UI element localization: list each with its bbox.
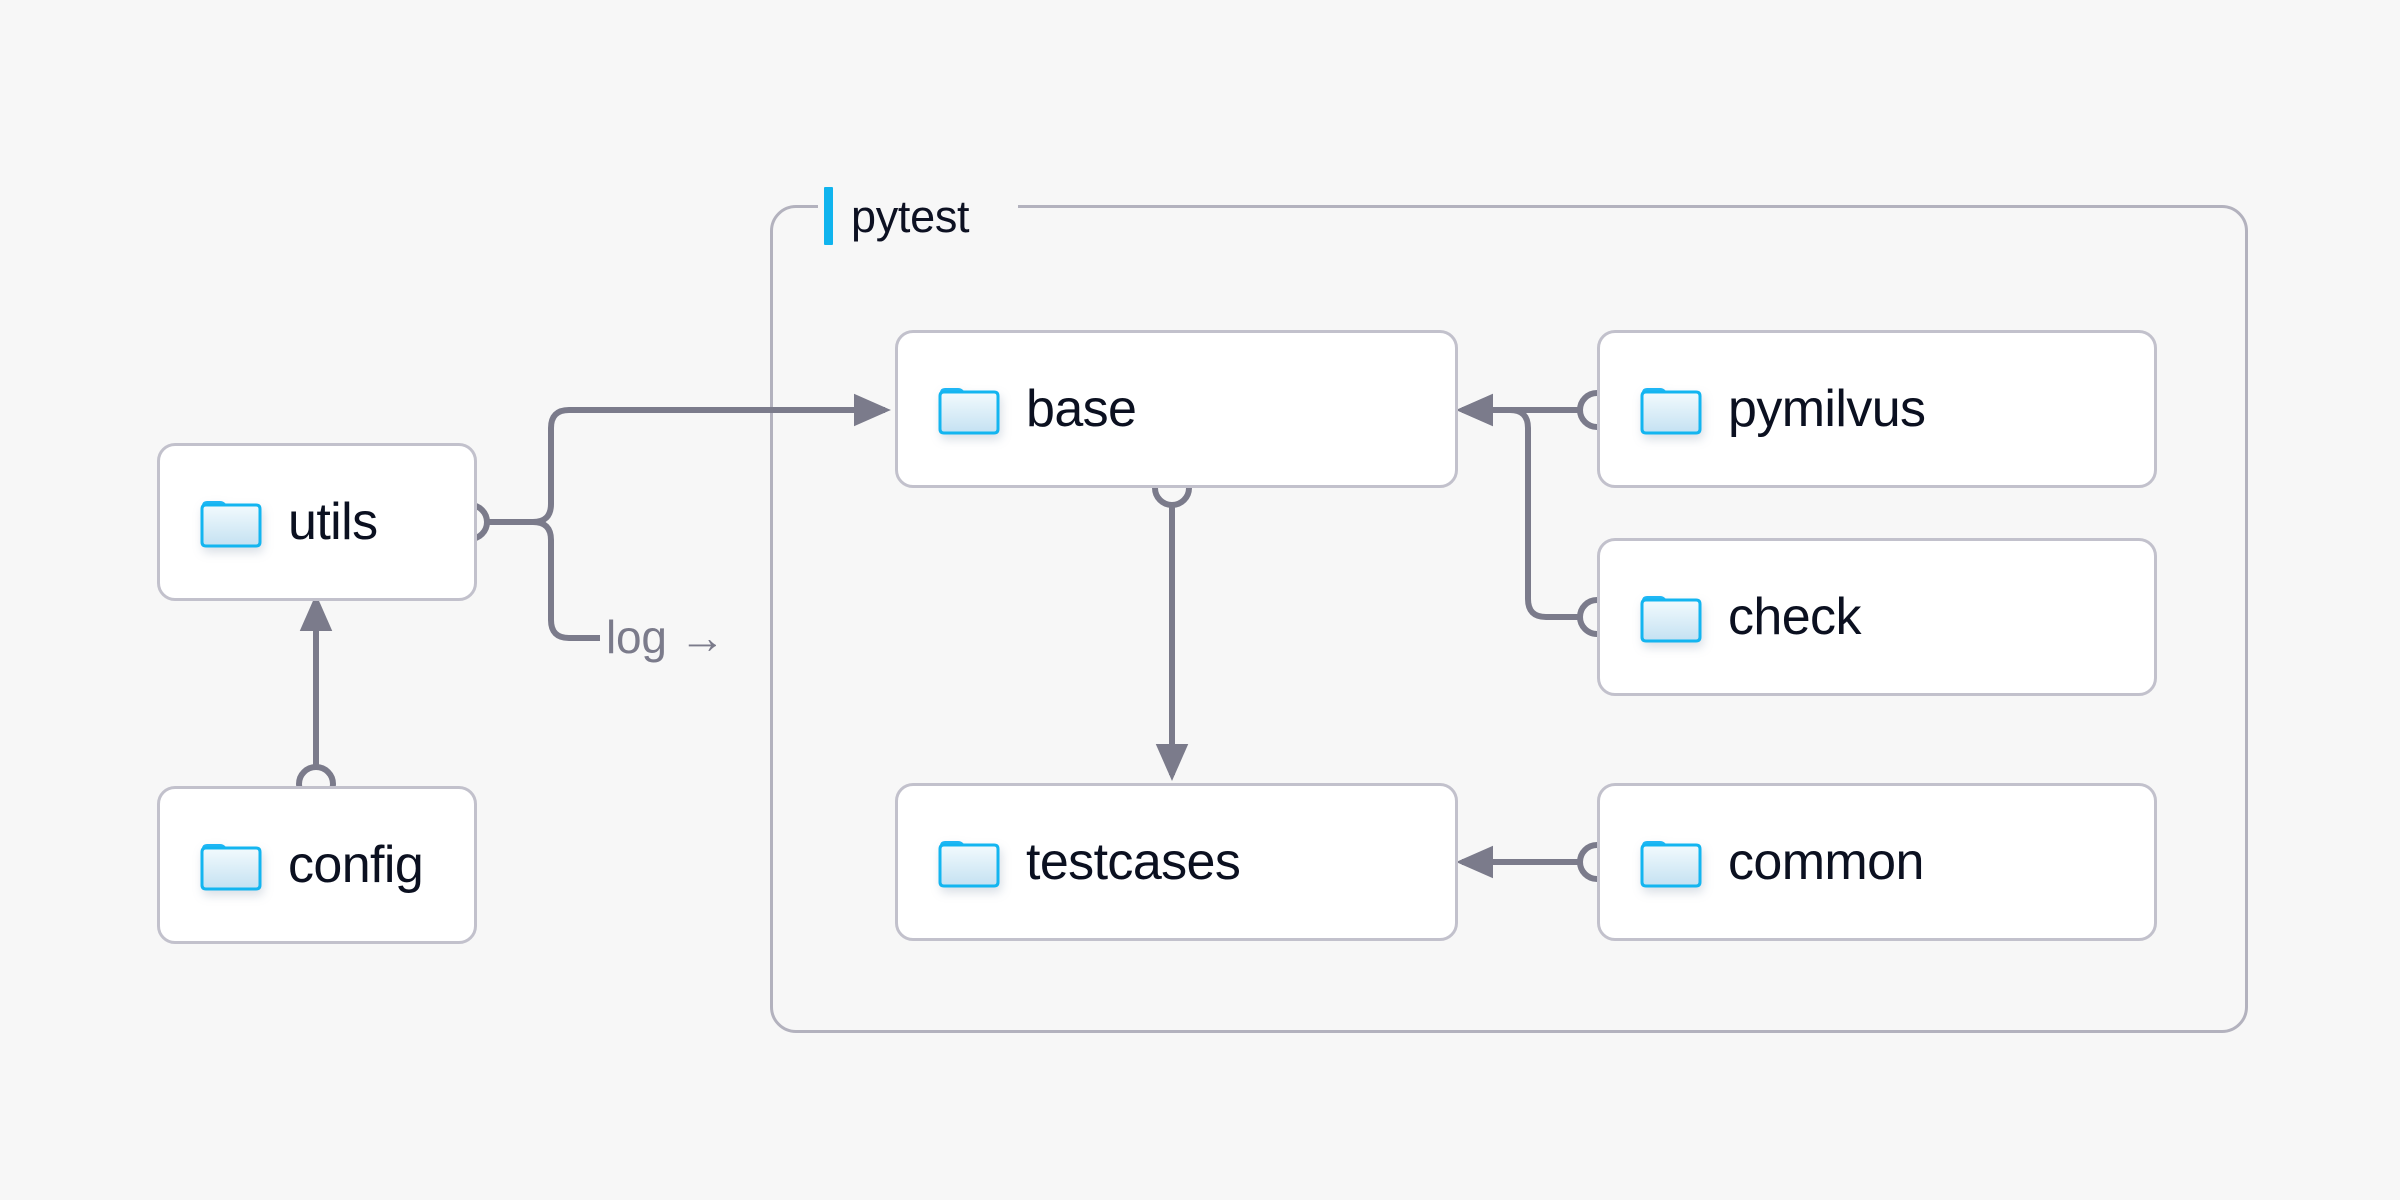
node-label: config (288, 836, 424, 894)
folder-icon (938, 383, 1000, 435)
folder-icon (938, 836, 1000, 888)
group-title-text: pytest (851, 190, 970, 242)
folder-icon (200, 496, 262, 548)
accent-bar-icon (824, 187, 833, 245)
folder-icon (200, 839, 262, 891)
edge-label-log: log → (606, 611, 726, 663)
group-container-pytest (770, 205, 2248, 1033)
node-common[interactable]: common (1597, 783, 2157, 941)
node-label: check (1728, 588, 1861, 646)
node-pymilvus[interactable]: pymilvus (1597, 330, 2157, 488)
folder-icon (1640, 383, 1702, 435)
node-base[interactable]: base (895, 330, 1458, 488)
edge-utils-log (532, 519, 600, 641)
node-utils[interactable]: utils (157, 443, 477, 601)
node-label: testcases (1026, 833, 1241, 891)
node-label: common (1728, 833, 1924, 891)
folder-icon (1640, 591, 1702, 643)
node-testcases[interactable]: testcases (895, 783, 1458, 941)
group-label-notch (818, 192, 1018, 220)
node-label: pymilvus (1728, 380, 1926, 438)
folder-icon (1640, 836, 1702, 888)
node-label: utils (288, 493, 378, 551)
node-check[interactable]: check (1597, 538, 2157, 696)
group-label-pytest: pytest (824, 187, 970, 245)
node-config[interactable]: config (157, 786, 477, 944)
node-label: base (1026, 380, 1137, 438)
